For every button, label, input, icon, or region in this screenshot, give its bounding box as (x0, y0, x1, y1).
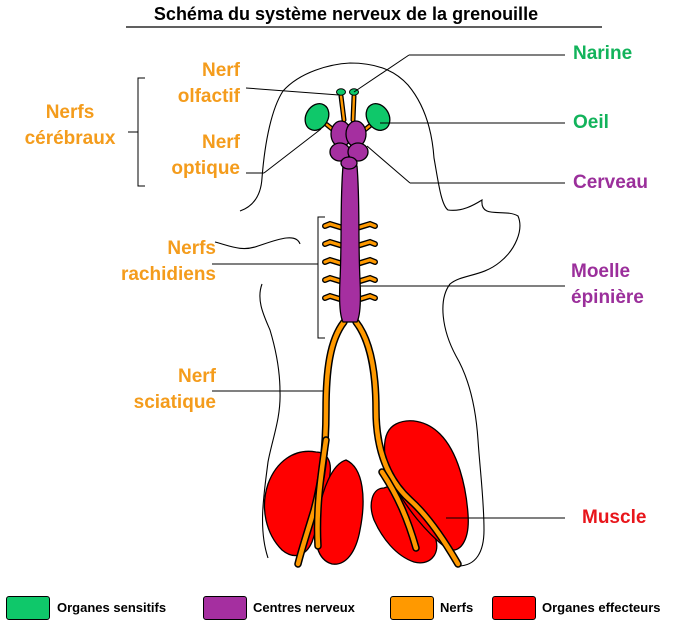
label-nerfs-rachidiens: Nerfs rachidiens (92, 236, 216, 288)
label-nerfs-cerebraux: Nerfs cérébraux (8, 100, 132, 152)
label-nerf-optique-line2: optique (171, 158, 240, 179)
legend-label-nerfs: Nerfs (440, 600, 474, 615)
legend-swatch-effecteurs (492, 596, 536, 620)
label-nerf-sciatique-line2: sciatique (133, 392, 216, 413)
diagram-title: Schéma du système nerveux de la grenouil… (153, 4, 539, 24)
spinal-nerves (322, 220, 378, 303)
label-nerfs-cerebraux-line1: Nerfs (45, 102, 95, 123)
brain (329, 120, 369, 170)
label-nerf-optique: Nerf optique (150, 130, 240, 182)
label-nerfs-rachidiens-line2: rachidiens (120, 264, 216, 285)
legend-swatch-centres (203, 596, 247, 620)
nostril-left (336, 88, 346, 96)
label-moelle-line2: épinière (571, 287, 644, 308)
label-nerf-olfactif-line2: olfactif (177, 86, 240, 107)
label-nerfs-rachidiens-line1: Nerfs (167, 238, 216, 259)
label-nerf-olfactif: Nerf olfactif (160, 58, 240, 110)
label-cerveau: Cerveau (573, 172, 648, 193)
frog-body-outline (214, 62, 521, 567)
label-nerfs-cerebraux-line2: cérébraux (24, 128, 116, 149)
label-oeil: Oeil (573, 112, 609, 133)
label-nerf-sciatique: Nerf sciatique (100, 364, 216, 416)
label-moelle-line1: Moelle (571, 261, 631, 282)
sciatic-branch-left-fill (315, 437, 329, 549)
label-narine: Narine (573, 43, 633, 64)
sciatic-branch-right-fill (379, 469, 419, 551)
leader-lines (128, 54, 565, 519)
muscle-left-inner (315, 459, 364, 565)
legend-swatch-nerfs (390, 596, 434, 620)
label-muscle: Muscle (582, 507, 647, 528)
eye-right (365, 103, 391, 131)
spinal-cord (338, 165, 362, 323)
label-nerf-optique-line1: Nerf (201, 132, 240, 153)
legend-label-centres: Centres nerveux (253, 600, 355, 615)
label-moelle-epiniere: Moelle épinière (571, 259, 644, 311)
sciatic-nerve-right-fill (353, 319, 461, 567)
eye-left (304, 103, 330, 131)
label-nerf-sciatique-line1: Nerf (177, 366, 216, 387)
label-nerf-olfactif-line1: Nerf (201, 60, 240, 81)
legend-label-effecteurs: Organes effecteurs (542, 600, 661, 615)
legend-label-sensitifs: Organes sensitifs (57, 600, 167, 615)
legend-swatch-sensitifs (6, 596, 50, 620)
